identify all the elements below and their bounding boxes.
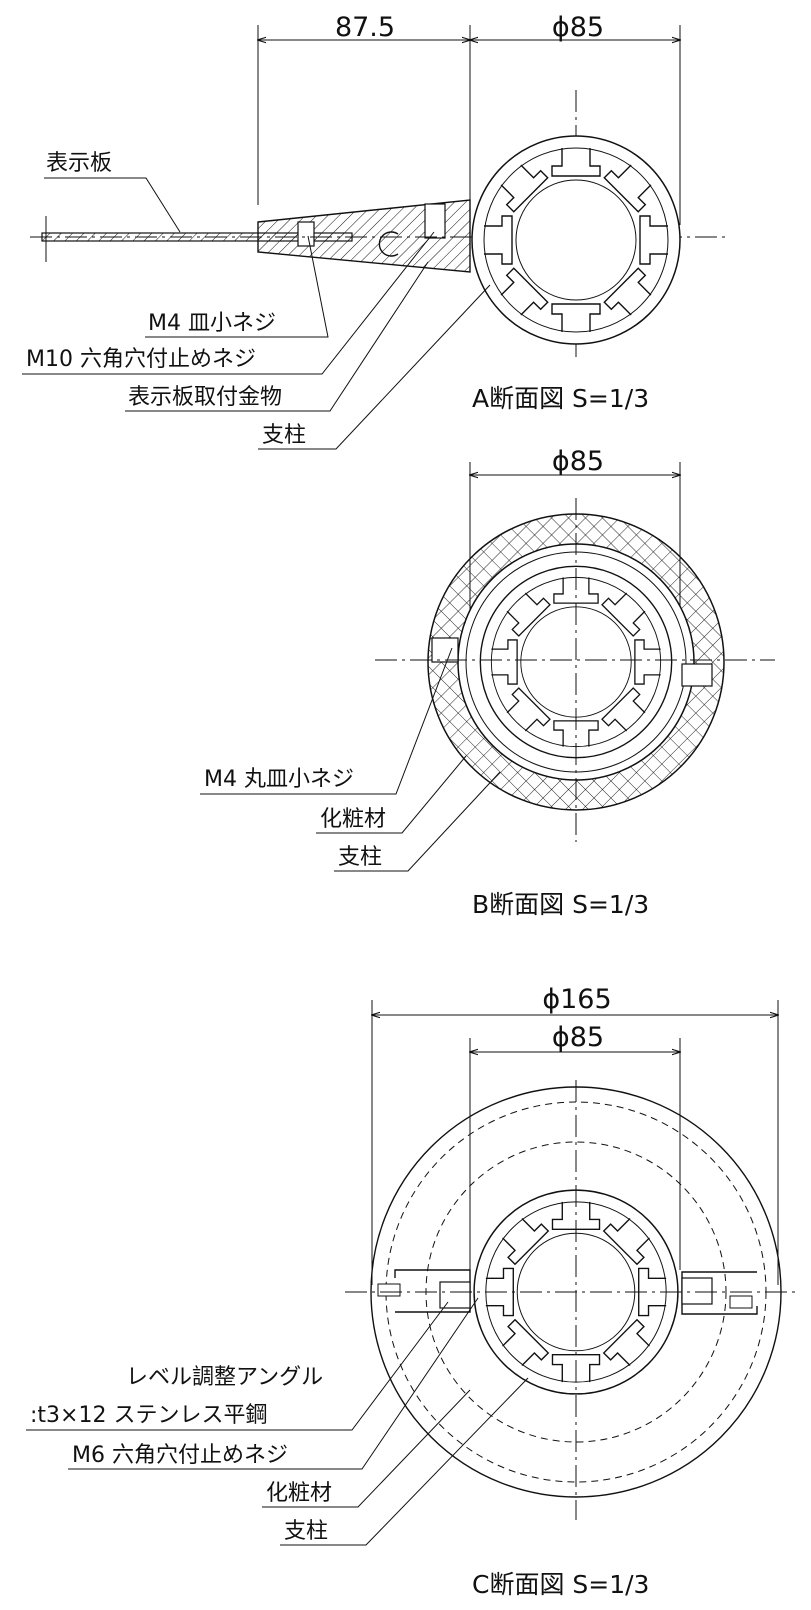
- label-post-c: 支柱: [284, 1519, 328, 1544]
- label-m4-screw-a: M4 皿小ネジ: [148, 311, 276, 336]
- label-cover-c: 化粧材: [266, 1481, 332, 1506]
- title-section-a: A断面図 S=1/3: [472, 384, 649, 413]
- dim-diameter-c-inner: ϕ85: [552, 1022, 604, 1053]
- m4-countersunk-screw: [297, 221, 315, 247]
- label-sign: 表示板: [46, 151, 112, 176]
- label-angle-line2: :t3×12 ステンレス平鋼: [30, 1403, 267, 1428]
- label-m6-screw: M6 六角穴付止めネジ: [72, 1443, 288, 1468]
- label-m4-screw-b: M4 丸皿小ネジ: [204, 767, 354, 792]
- label-cover-b: 化粧材: [320, 807, 386, 832]
- level-angle-right: [681, 1271, 758, 1315]
- section-b: ϕ85 M4 丸皿小ネジ 化粧材 支柱 B断面図 S=1/3: [200, 446, 775, 919]
- label-m10-screw: M10 六角穴付止めネジ: [26, 347, 256, 372]
- dim-diameter-b: ϕ85: [552, 446, 604, 477]
- dim-width-87-5: 87.5: [335, 12, 395, 43]
- level-angle-left: [394, 1269, 471, 1313]
- section-c: ϕ165 ϕ85 レベル調整アングル :t3×12 ステンレス平鋼 M6 六角穴…: [26, 984, 800, 1599]
- label-post-a: 支柱: [262, 423, 306, 448]
- label-post-b: 支柱: [338, 845, 382, 870]
- m10-set-screw: [424, 203, 446, 239]
- label-angle-line1: レベル調整アングル: [126, 1365, 323, 1390]
- title-section-b: B断面図 S=1/3: [472, 890, 649, 919]
- dim-diameter-a: ϕ85: [552, 12, 604, 43]
- section-a: 87.5 ϕ85 表示板 M4 皿小ネジ M10 六角穴付止めネジ 表示板取付金…: [22, 12, 725, 450]
- title-section-c: C断面図 S=1/3: [472, 1570, 649, 1599]
- dim-diameter-c-outer: ϕ165: [542, 984, 611, 1015]
- label-bracket: 表示板取付金物: [128, 385, 282, 410]
